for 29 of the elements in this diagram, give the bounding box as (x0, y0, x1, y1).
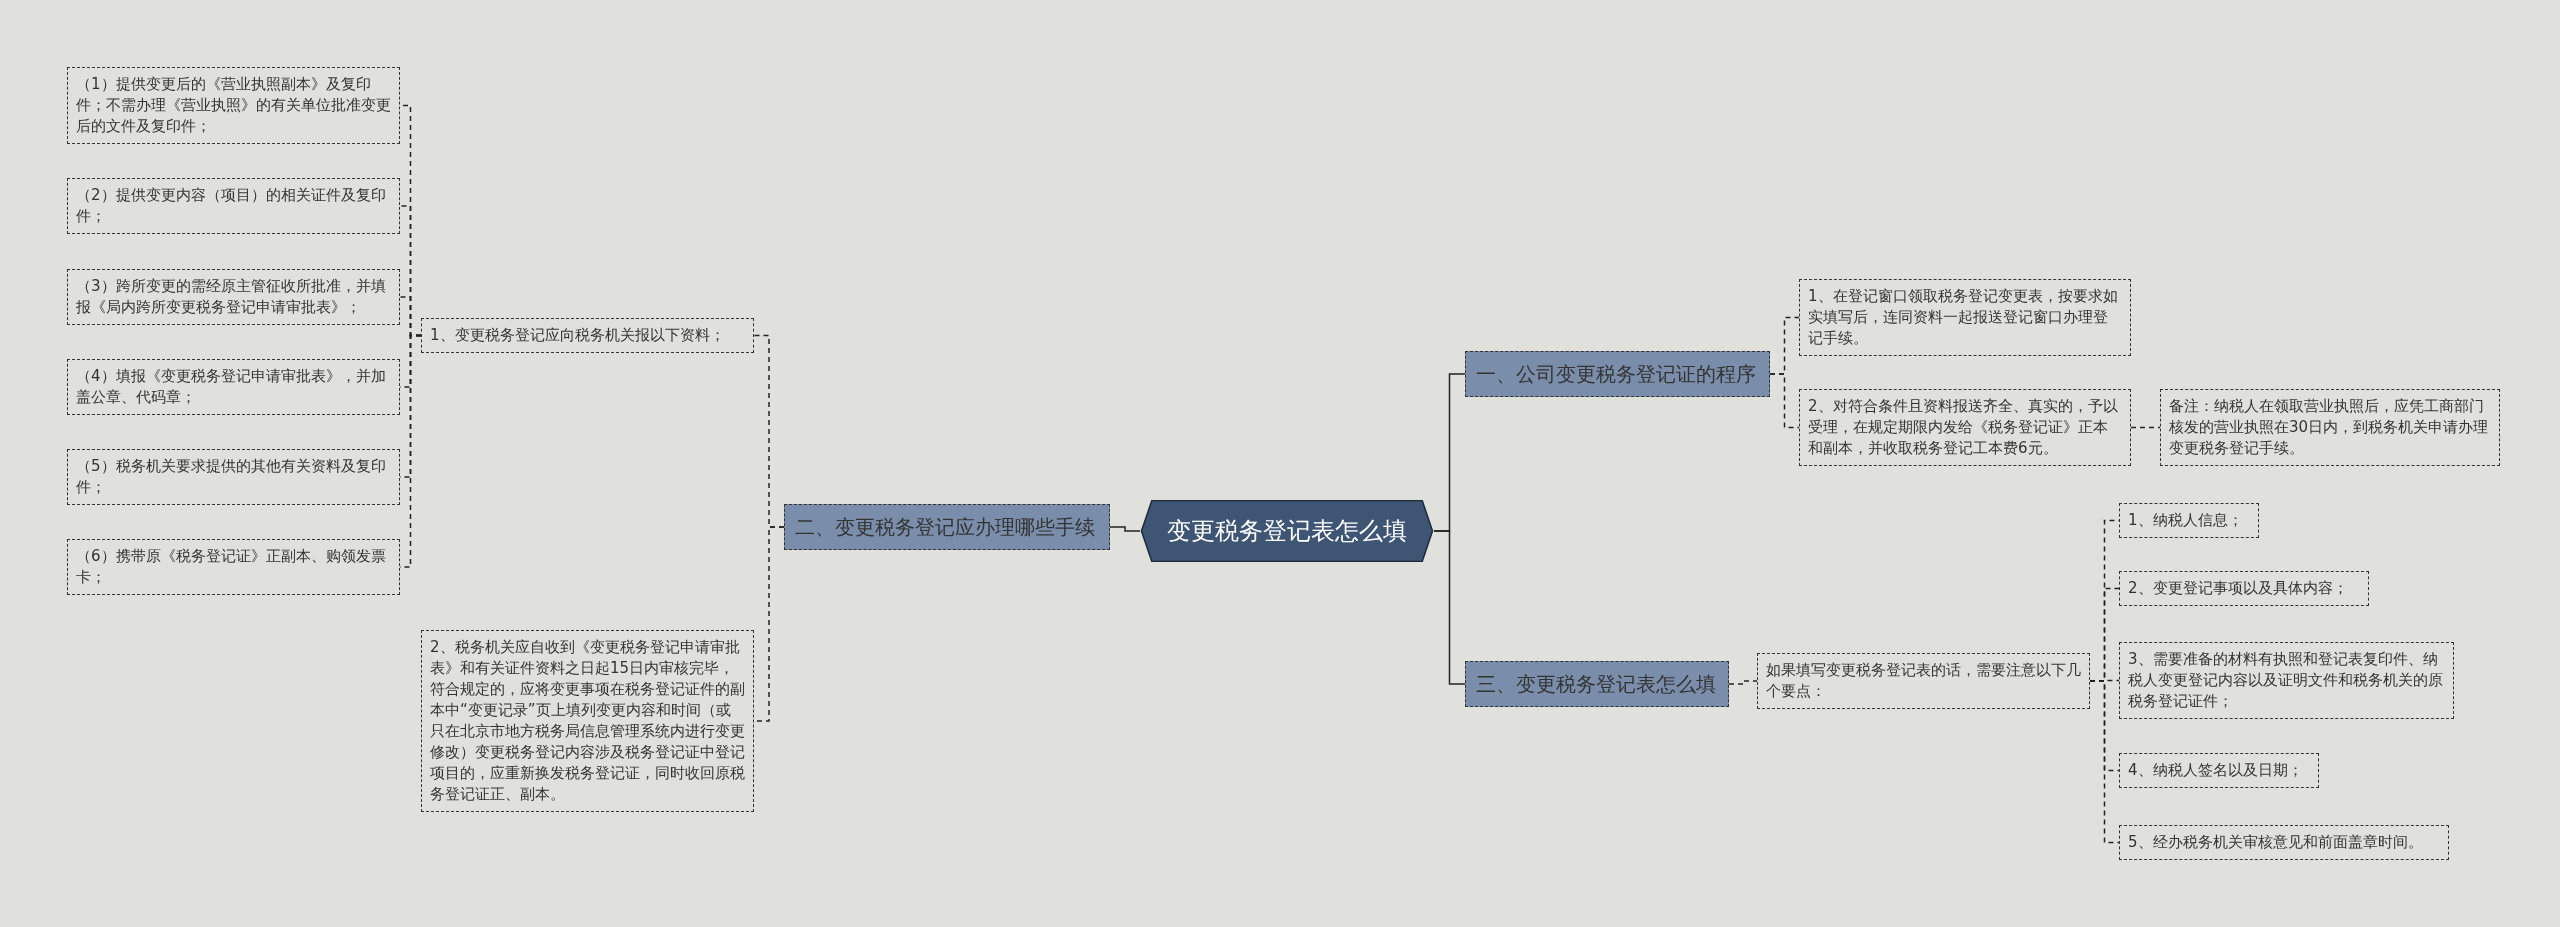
note-box: 2、税务机关应自收到《变更税务登记申请审批表》和有关证件资料之日起15日内审核完毕，符合规定的，应将变更事项在税务登记证件的副本中“变更记录”页上填列变更内容和时间（或只在北京市地方税务局信息管理系统内进行变更修改）变更税务登记内容涉及税务登记证中登记项目的，应重新换发税务登记证，同时收回原税务登记证正、副本。 (421, 630, 754, 812)
branch-topic-box: 二、变更税务登记应办理哪些手续 (784, 504, 1110, 550)
branch-topic-box: 三、变更税务登记表怎么填 (1465, 661, 1729, 707)
connector-line (399, 334, 422, 568)
note-box: 2、对符合条件且资料报送齐全、真实的，予以受理，在规定期限内发给《税务登记证》正本和副本，并收取税务登记工本费6元。 (1799, 389, 2131, 466)
note-box: （2）提供变更内容（项目）的相关证件及复印件； (67, 178, 400, 234)
note-box: （4）填报《变更税务登记申请审批表》，并加盖公章、代码章； (67, 359, 400, 415)
note-box: 3、需要准备的材料有执照和登记表复印件、纳税人变更登记内容以及证明文件和税务机关的原税务登记证件； (2119, 642, 2454, 719)
note-box: 4、纳税人签名以及日期； (2119, 753, 2319, 788)
connector-line (2089, 680, 2120, 844)
connector-line (1728, 680, 1758, 685)
branch-topic-box: 一、公司变更税务登记证的程序 (1465, 351, 1770, 397)
connector-line (1433, 530, 1466, 685)
note-box: 5、经办税务机关审核意见和前面盖章时间。 (2119, 825, 2449, 860)
note-box: 1、在登记窗口领取税务登记变更表，按要求如实填写后，连同资料一起报送登记窗口办理登记手续。 (1799, 279, 2131, 356)
root-topic-hexagon (1140, 500, 1434, 562)
note-box: （1）提供变更后的《营业执照副本》及复印件；不需办理《营业执照》的有关单位批准变更后的文件及复印件； (67, 67, 400, 144)
connector-line (2130, 426, 2161, 429)
note-box: （6）携带原《税务登记证》正副本、购领发票卡； (67, 539, 400, 595)
note-box: 1、变更税务登记应向税务机关报以下资料； (421, 318, 754, 353)
note-box: 1、纳税人信息； (2119, 503, 2259, 538)
note-box: 备注：纳税人在领取营业执照后，应凭工商部门核发的营业执照在30日内，到税务机关申请办理变更税务登记手续。 (2160, 389, 2500, 466)
note-box: 如果填写变更税务登记表的话，需要注意以下几个要点： (1757, 653, 2090, 709)
connector-line (1769, 373, 1800, 429)
note-box: 2、变更登记事项以及具体内容； (2119, 571, 2369, 606)
connector-line (1109, 526, 1141, 532)
note-box: （3）跨所变更的需经原主管征收所批准，并填报《局内跨所变更税务登记申请审批表》； (67, 269, 400, 325)
topic-title: 变更税务登记表怎么填 (1167, 517, 1407, 545)
note-box: （5）税务机关要求提供的其他有关资料及复印件； (67, 449, 400, 505)
